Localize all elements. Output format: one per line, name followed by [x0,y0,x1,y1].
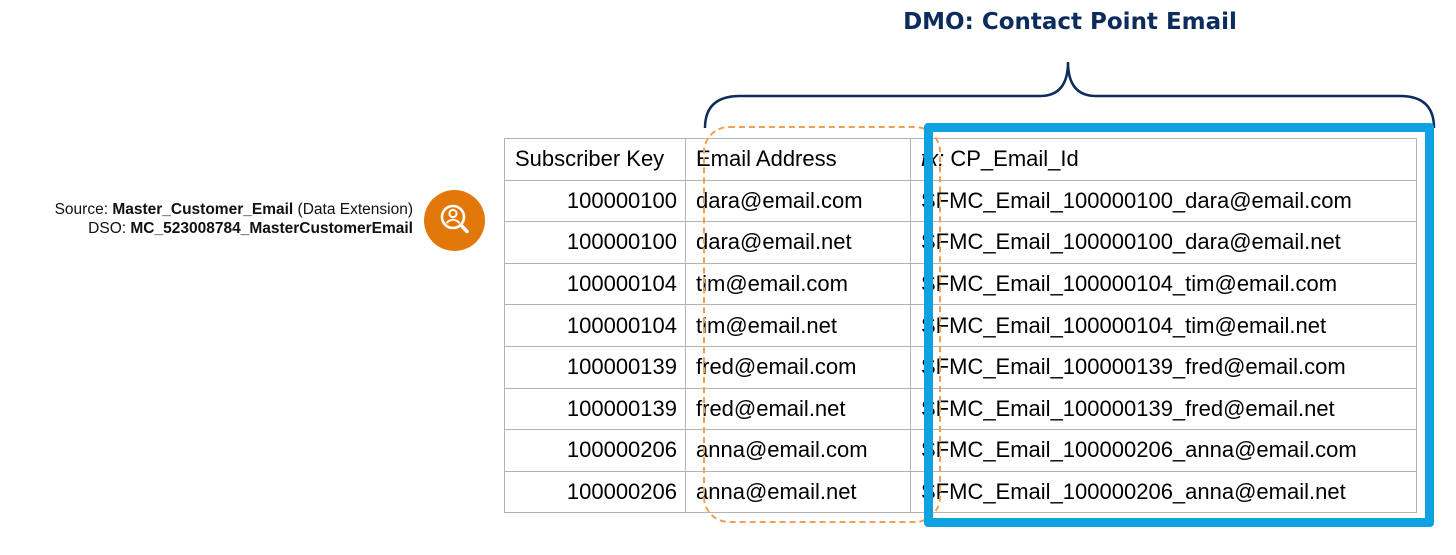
table-row: 100000206 anna@email.net SFMC_Email_1000… [504,470,1417,514]
header-cp-email-id-label: CP_Email_Id [950,146,1079,172]
dso-name: MC_523008784_MasterCustomerEmail [130,220,413,237]
cell-email-address: tim@email.com [685,262,911,306]
cell-email-address: dara@email.com [685,179,911,223]
source-name: Master_Customer_Email [112,201,294,218]
table-row: 100000100 dara@email.com SFMC_Email_1000… [504,179,1417,223]
cell-subscriber-key: 100000100 [504,221,686,264]
header-subscriber-key: Subscriber Key [504,138,686,181]
cell-cp-email-id: SFMC_Email_100000206_anna@email.net [910,470,1417,514]
dmo-title: DMO: Contact Point Email [903,9,1237,35]
cell-cp-email-id: SFMC_Email_100000100_dara@email.net [910,221,1417,264]
source-line: Source: Master_Customer_Email (Data Exte… [0,200,413,219]
table-row: 100000139 fred@email.net SFMC_Email_1000… [504,387,1417,431]
dso-line: DSO: MC_523008784_MasterCustomerEmail [0,219,413,238]
cell-subscriber-key: 100000206 [504,429,686,472]
cp-email-id-highlight [924,123,1434,527]
cell-subscriber-key: 100000100 [504,179,686,223]
dmo-brace [703,61,1436,129]
email-address-highlight [703,126,941,523]
cell-cp-email-id: SFMC_Email_100000139_fred@email.net [910,387,1417,431]
cell-email-address: dara@email.net [685,221,911,264]
cell-subscriber-key: 100000139 [504,345,686,389]
table-row: 100000100 dara@email.net SFMC_Email_1000… [504,221,1417,264]
source-prefix: Source: [54,201,108,218]
source-type: (Data Extension) [297,201,413,218]
cell-cp-email-id: SFMC_Email_100000100_dara@email.com [910,179,1417,223]
search-person-icon [424,190,485,251]
cell-subscriber-key: 100000139 [504,387,686,431]
source-label: Source: Master_Customer_Email (Data Exte… [0,200,413,238]
cell-email-address: fred@email.net [685,387,911,431]
cell-subscriber-key: 100000206 [504,470,686,514]
dso-prefix: DSO: [88,220,127,237]
data-table: Subscriber Key Email Address fx: CP_Emai… [504,138,1417,514]
cell-email-address: fred@email.com [685,345,911,389]
cell-subscriber-key: 100000104 [504,304,686,347]
cell-email-address: tim@email.net [685,304,911,347]
cell-subscriber-key: 100000104 [504,262,686,306]
